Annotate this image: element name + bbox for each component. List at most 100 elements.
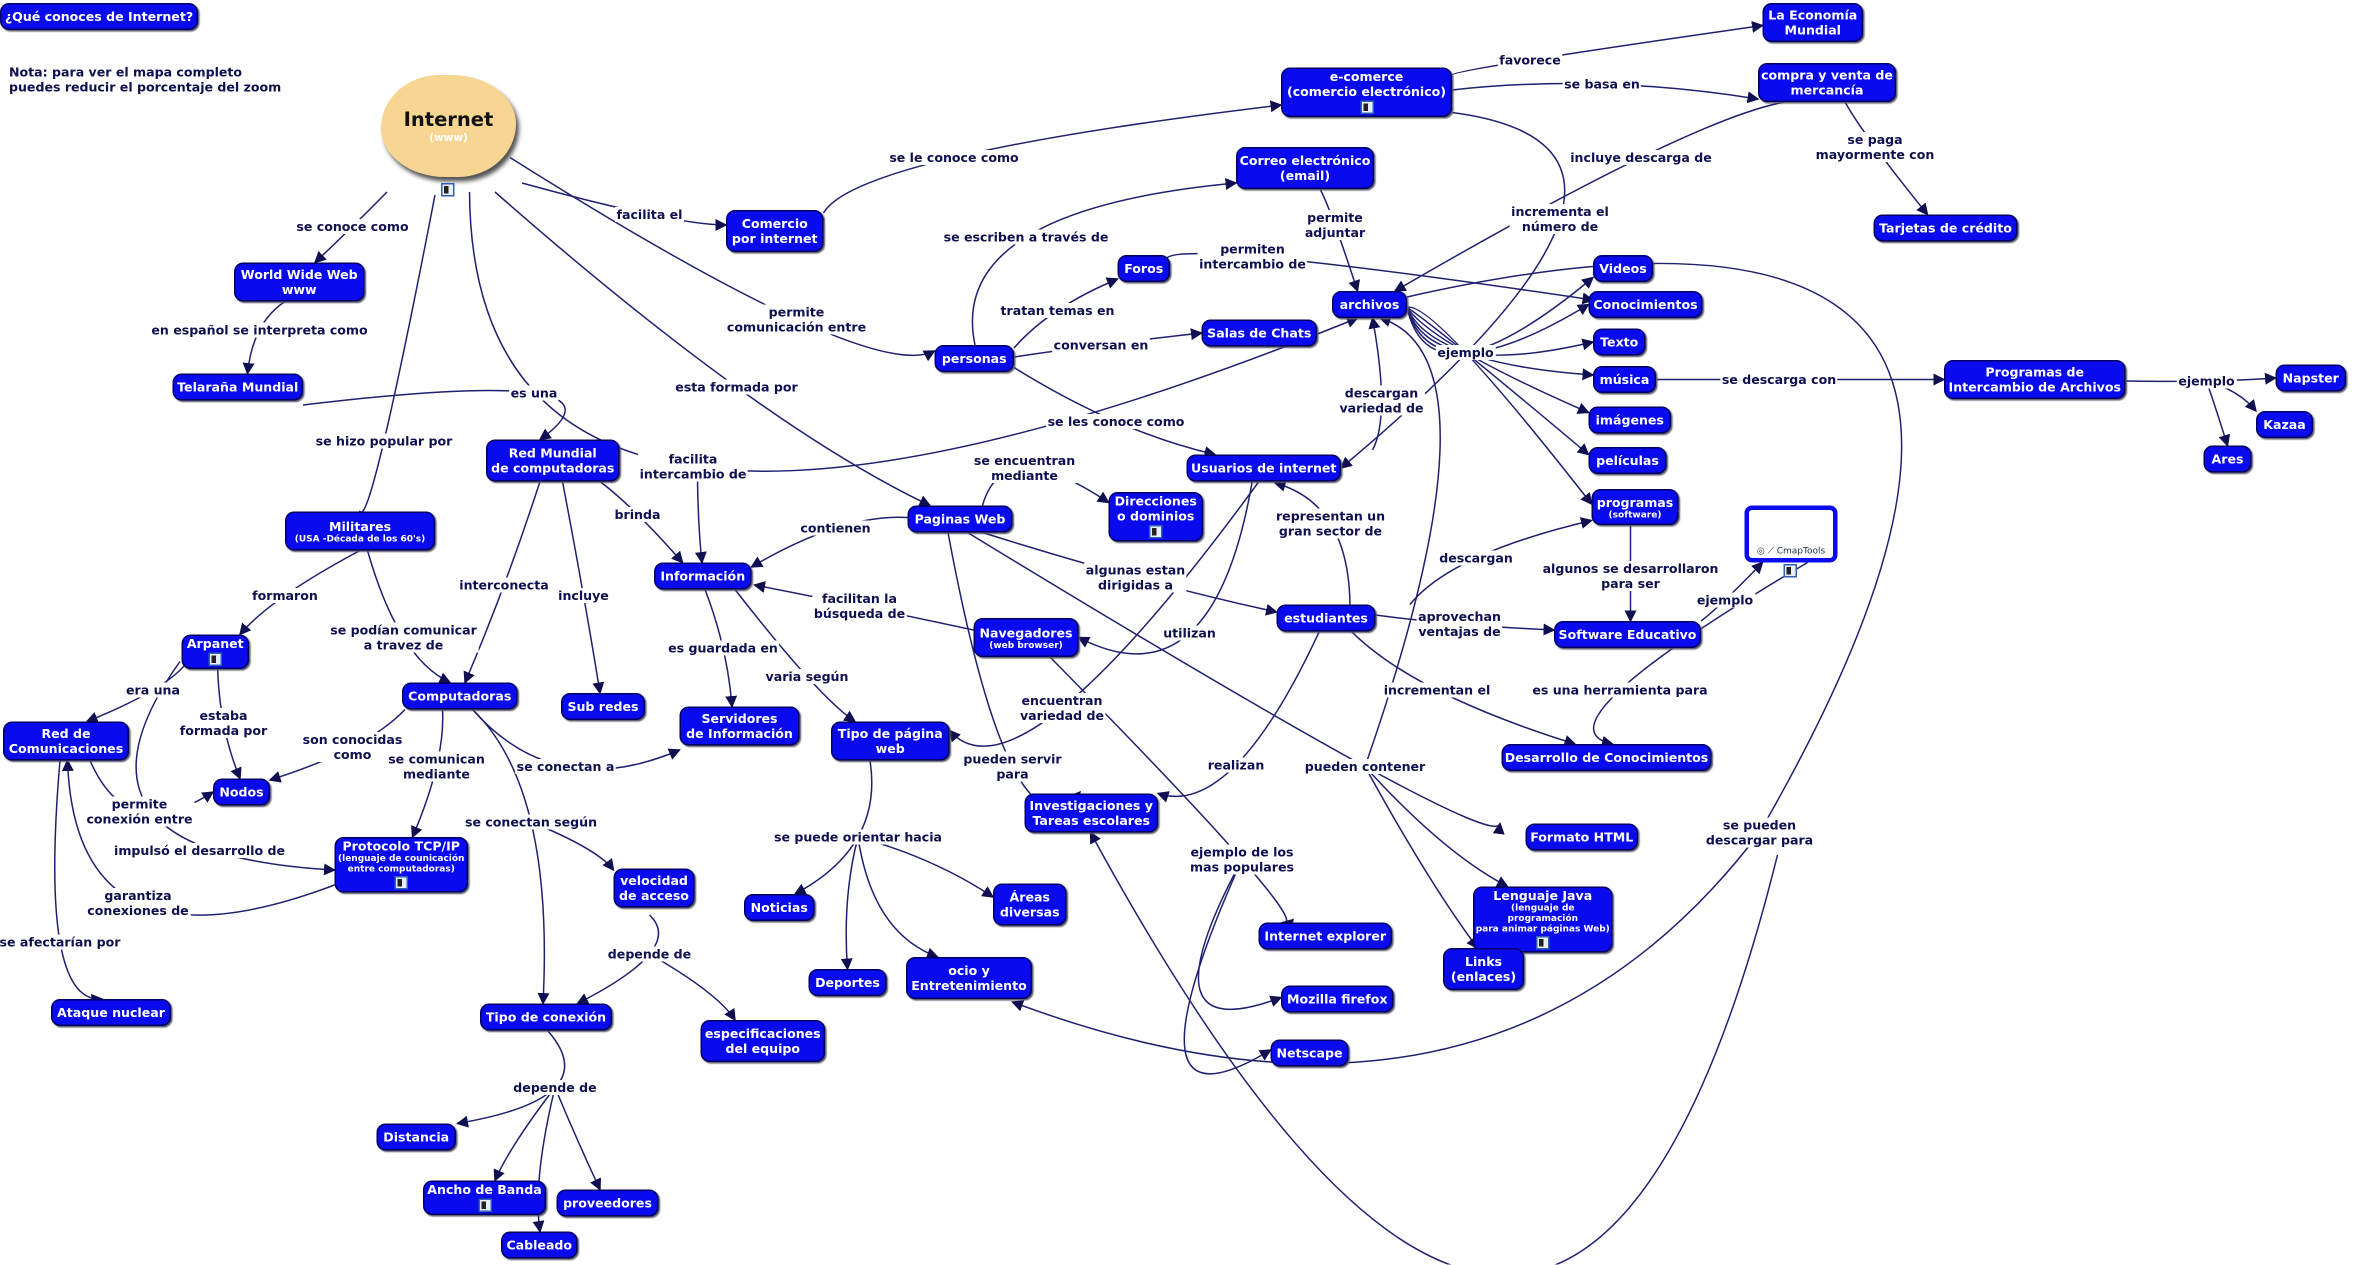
cmaptools-logo-image[interactable]: ◎ ⟋ CmapTools	[1744, 505, 1838, 563]
concept-ares[interactable]: Ares	[2203, 445, 2252, 473]
concept-ie[interactable]: Internet explorer	[1258, 922, 1392, 950]
concept-correo[interactable]: Correo electrónico (email)	[1236, 147, 1374, 189]
concept-proveedores[interactable]: proveedores	[556, 1189, 659, 1217]
resource-icon[interactable]	[477, 1198, 492, 1212]
concept-personas[interactable]: personas	[934, 345, 1014, 372]
map-title[interactable]: ¿Qué conoces de Internet?	[0, 3, 198, 30]
concept-redmundial[interactable]: Red Mundial de computadoras	[486, 439, 620, 482]
concept-label: Sub redes	[567, 699, 639, 714]
internet-root-node[interactable]: Internet (www)	[381, 75, 516, 177]
link-arrow	[1364, 766, 1479, 950]
concept-noticias[interactable]: Noticias	[744, 894, 815, 921]
resource-icon[interactable]	[208, 652, 222, 666]
linking-phrase: ejemplo	[2176, 373, 2237, 389]
concept-label: World Wide Web www	[240, 267, 358, 297]
link-arrow	[554, 1087, 601, 1191]
resource-icon[interactable]	[1359, 100, 1374, 114]
concept-label: Paginas Web	[914, 511, 1006, 527]
linking-phrase: realizan	[1206, 757, 1266, 773]
concept-label: Computadoras	[408, 688, 512, 704]
concept-ataque[interactable]: Ataque nuclear	[51, 999, 171, 1026]
linking-phrase: se hizo popular por	[314, 433, 454, 449]
linking-phrase: se afectarían por	[0, 934, 122, 950]
concept-nodos[interactable]: Nodos	[213, 778, 270, 806]
linking-phrase: garantiza conexiones de	[85, 888, 191, 918]
concept-servidores[interactable]: Servidores de Información	[679, 706, 800, 746]
concept-estudiantes[interactable]: estudiantes	[1276, 604, 1376, 632]
concept-label: estudiantes	[1284, 610, 1368, 626]
concept-tarjetas[interactable]: Tarjetas de crédito	[1873, 214, 2018, 242]
resource-icon[interactable]	[394, 876, 408, 890]
link-arrow	[857, 836, 995, 898]
concept-telarana[interactable]: Telaraña Mundial	[172, 373, 303, 401]
concept-imagenes[interactable]: imágenes	[1588, 406, 1671, 434]
concept-java[interactable]: Lenguaje Java(lenguaje de programación p…	[1473, 886, 1613, 953]
concept-intercambio[interactable]: Programas de Intercambio de Archivos	[1944, 360, 2126, 399]
concept-velocidad[interactable]: velocidad de acceso	[613, 868, 695, 908]
concept-napster[interactable]: Napster	[2275, 364, 2346, 392]
link-arrow	[1406, 307, 1590, 414]
link-arrow	[967, 531, 1505, 835]
concept-redcom[interactable]: Red de Comunicaciones	[3, 721, 129, 761]
concept-ocio[interactable]: ocio y Entretenimiento	[906, 957, 1032, 999]
linking-phrase: ejemplo de los mas populares	[1188, 844, 1296, 875]
linking-phrase: se paga mayormente con	[1814, 132, 1936, 162]
concept-navegadores[interactable]: Navegadores(web browser)	[973, 618, 1079, 657]
concept-software[interactable]: Software Educativo	[1554, 621, 1701, 648]
concept-tipopagina[interactable]: Tipo de página web	[831, 721, 950, 761]
concept-label: Programas de Intercambio de Archivos	[1948, 364, 2121, 395]
concept-comercio[interactable]: Comercio por internet	[726, 210, 824, 252]
concept-salas[interactable]: Salas de Chats	[1201, 319, 1317, 347]
linking-phrase: permite conexión entre	[84, 796, 195, 827]
resource-icon[interactable]	[1783, 564, 1797, 578]
link-arrow	[1393, 101, 1786, 292]
concept-desarrollo[interactable]: Desarrollo de Conocimientos	[1501, 744, 1712, 771]
concept-netscape[interactable]: Netscape	[1270, 1039, 1349, 1067]
concept-videos[interactable]: Videos	[1593, 255, 1653, 282]
concept-label: Navegadores	[979, 624, 1073, 640]
concept-html[interactable]: Formato HTML	[1525, 823, 1638, 851]
concept-label: Protocolo TCP/IP	[342, 838, 461, 854]
concept-paginas[interactable]: Paginas Web	[907, 505, 1013, 533]
linking-phrase: se conectan según	[463, 814, 599, 830]
concept-distancia[interactable]: Distancia	[376, 1123, 456, 1151]
concept-areas[interactable]: Áreas diversas	[993, 883, 1067, 926]
linking-phrase: se descarga con	[1720, 372, 1838, 387]
concept-mozilla[interactable]: Mozilla firefox	[1281, 985, 1394, 1013]
concept-foros[interactable]: Foros	[1117, 255, 1170, 282]
concept-compraventa[interactable]: compra y venta de mercancía	[1758, 63, 1896, 102]
concept-economia[interactable]: La Economía Mundial	[1762, 3, 1863, 42]
concept-texto[interactable]: Texto	[1593, 328, 1646, 356]
concept-subredes[interactable]: Sub redes	[561, 693, 645, 720]
linking-phrase: se comunican mediante	[386, 751, 487, 782]
concept-label: Links (enlaces)	[1450, 954, 1517, 984]
concept-direcciones[interactable]: Direcciones o dominios	[1108, 492, 1203, 542]
concept-tipoconexion[interactable]: Tipo de conexión	[480, 1003, 612, 1031]
concept-kazaa[interactable]: Kazaa	[2256, 411, 2313, 438]
resource-icon[interactable]	[1149, 525, 1163, 539]
concept-ancho[interactable]: Ancho de Banda	[423, 1180, 546, 1215]
link-arrow	[493, 1087, 556, 1182]
resource-icon[interactable]	[1536, 936, 1550, 950]
concept-label: archivos	[1339, 297, 1400, 312]
linking-phrase: se podían comunicar a travez de	[328, 622, 479, 653]
concept-investigaciones[interactable]: Investigaciones y Tareas escolares	[1024, 793, 1158, 833]
concept-links[interactable]: Links (enlaces)	[1443, 948, 1524, 990]
concept-archivos[interactable]: archivos	[1332, 291, 1407, 318]
concept-label: Comercio por internet	[731, 216, 818, 246]
concept-deportes[interactable]: Deportes	[808, 969, 887, 996]
concept-cableado[interactable]: Cableado	[501, 1231, 578, 1259]
concept-computadoras[interactable]: Computadoras	[402, 682, 518, 710]
concept-usuarios[interactable]: Usuarios de internet	[1186, 454, 1341, 482]
concept-programas[interactable]: programas(software)	[1591, 489, 1679, 525]
concept-militares[interactable]: Militares(USA -Década de los 60's)	[285, 511, 435, 551]
concept-arpanet[interactable]: Arpanet	[181, 634, 249, 669]
resource-icon[interactable]	[441, 183, 455, 197]
concept-www[interactable]: World Wide Web www	[234, 262, 365, 302]
map-title-text: ¿Qué conoces de Internet?	[4, 9, 194, 24]
concept-musica[interactable]: música	[1593, 366, 1656, 393]
concept-especificaciones[interactable]: especificaciones del equipo	[700, 1020, 825, 1062]
concept-conocimientos[interactable]: Conocimientos	[1588, 291, 1703, 318]
concept-peliculas[interactable]: películas	[1588, 447, 1667, 474]
concept-informacion[interactable]: Información	[654, 562, 752, 590]
